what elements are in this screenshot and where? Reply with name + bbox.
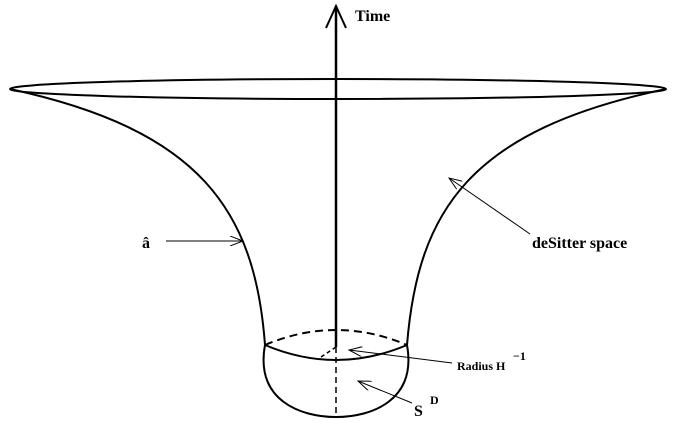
left-profile-curve: [9, 88, 266, 346]
radius-line: [317, 346, 337, 360]
desitter-space-label: deSitter space: [532, 235, 627, 252]
sphere-label: S: [414, 403, 423, 420]
time-axis-arrowhead: [325, 3, 347, 29]
sphere-pointer: [358, 381, 413, 404]
equator-back-arc: [264, 329, 408, 346]
time-label: Time: [355, 8, 390, 25]
top-rim-ellipse: [9, 78, 667, 100]
radius-label: Radius H: [457, 359, 506, 373]
right-profile-curve: [406, 88, 667, 346]
desitter-pointer: [449, 178, 531, 235]
a-hat-label: â: [142, 235, 150, 252]
radius-exponent: −1: [513, 349, 526, 363]
radius-pointer: [349, 350, 453, 364]
hemisphere-outline: [262, 344, 410, 419]
sphere-exponent: D: [430, 393, 439, 407]
